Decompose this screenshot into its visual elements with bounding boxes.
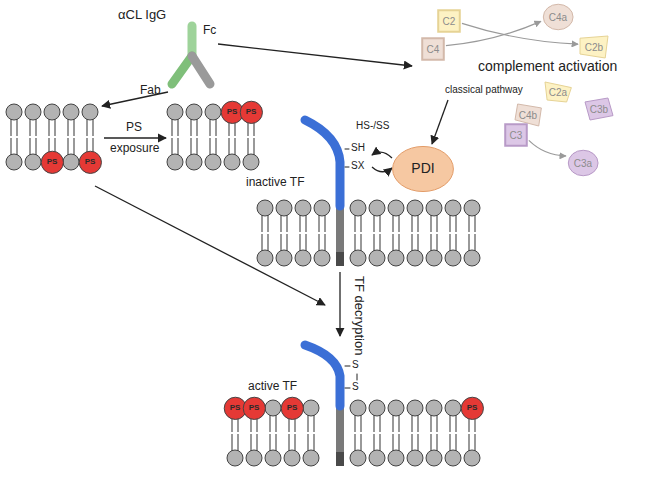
node-text: PS bbox=[47, 158, 58, 167]
text-label: complement activation bbox=[478, 58, 617, 74]
node-text: PDI bbox=[411, 161, 434, 176]
phosphatidylserine-head: PS bbox=[41, 151, 64, 174]
text-label: active TF bbox=[248, 380, 297, 394]
text-label: αCL IgG bbox=[118, 8, 166, 23]
node-text: C3b bbox=[590, 104, 608, 115]
tissue-factor-inactive bbox=[305, 120, 349, 266]
text-label: exposure bbox=[110, 142, 159, 156]
phosphatidylserine-head: PS bbox=[240, 101, 263, 124]
cascade-arrow bbox=[529, 140, 566, 156]
text-label: Fab bbox=[140, 84, 161, 98]
node-text: PS bbox=[467, 404, 478, 413]
text-label: PS bbox=[126, 121, 142, 135]
complement-fragment: C4b bbox=[515, 104, 541, 126]
node-text: PS bbox=[246, 108, 257, 117]
phosphatidylserine-head: PS bbox=[243, 397, 266, 420]
tissue-factor-active bbox=[305, 345, 357, 466]
complement-fragment: C2 bbox=[438, 10, 460, 32]
text-label: S bbox=[352, 381, 359, 393]
node-text: C3 bbox=[510, 130, 523, 141]
node-text: PS bbox=[227, 108, 238, 117]
text-label: HS-/SS bbox=[356, 120, 389, 132]
enzyme-ellipse: PDI bbox=[392, 146, 454, 192]
process-arrows bbox=[95, 44, 448, 336]
node-text: PS bbox=[230, 404, 241, 413]
complement-fragment: C3 bbox=[505, 124, 527, 146]
text-label: classical pathway bbox=[445, 84, 523, 96]
text-label: TF decryption bbox=[351, 276, 366, 355]
node-text: C4a bbox=[549, 12, 567, 23]
text-label: inactive TF bbox=[246, 176, 304, 190]
text-label: Fc bbox=[203, 24, 216, 38]
membrane-bilayers bbox=[6, 104, 480, 466]
phosphatidylserine-head: PS bbox=[461, 397, 484, 420]
text-label: S bbox=[352, 359, 359, 371]
phosphatidylserine-head: PS bbox=[281, 397, 304, 420]
node-text: C4 bbox=[427, 44, 440, 55]
text-label: SX bbox=[351, 160, 364, 172]
node-text: C2a bbox=[549, 87, 567, 98]
complement-fragment: C4 bbox=[422, 38, 444, 60]
complement-fragment: C3a bbox=[568, 150, 598, 176]
node-text: PS bbox=[85, 158, 96, 167]
node-text: C3a bbox=[574, 158, 592, 169]
node-text: C2 bbox=[443, 16, 456, 27]
complement-fragment: C3b bbox=[585, 98, 613, 120]
node-text: C4b bbox=[519, 110, 537, 121]
node-text: C2b bbox=[585, 42, 603, 53]
node-text: PS bbox=[249, 404, 260, 413]
complement-fragment: C2b bbox=[580, 36, 608, 58]
complement-fragment: C2a bbox=[545, 82, 571, 102]
phosphatidylserine-head: PS bbox=[79, 151, 102, 174]
complement-fragment: C4a bbox=[543, 4, 573, 30]
node-text: PS bbox=[287, 404, 298, 413]
text-label: SH bbox=[351, 142, 365, 154]
